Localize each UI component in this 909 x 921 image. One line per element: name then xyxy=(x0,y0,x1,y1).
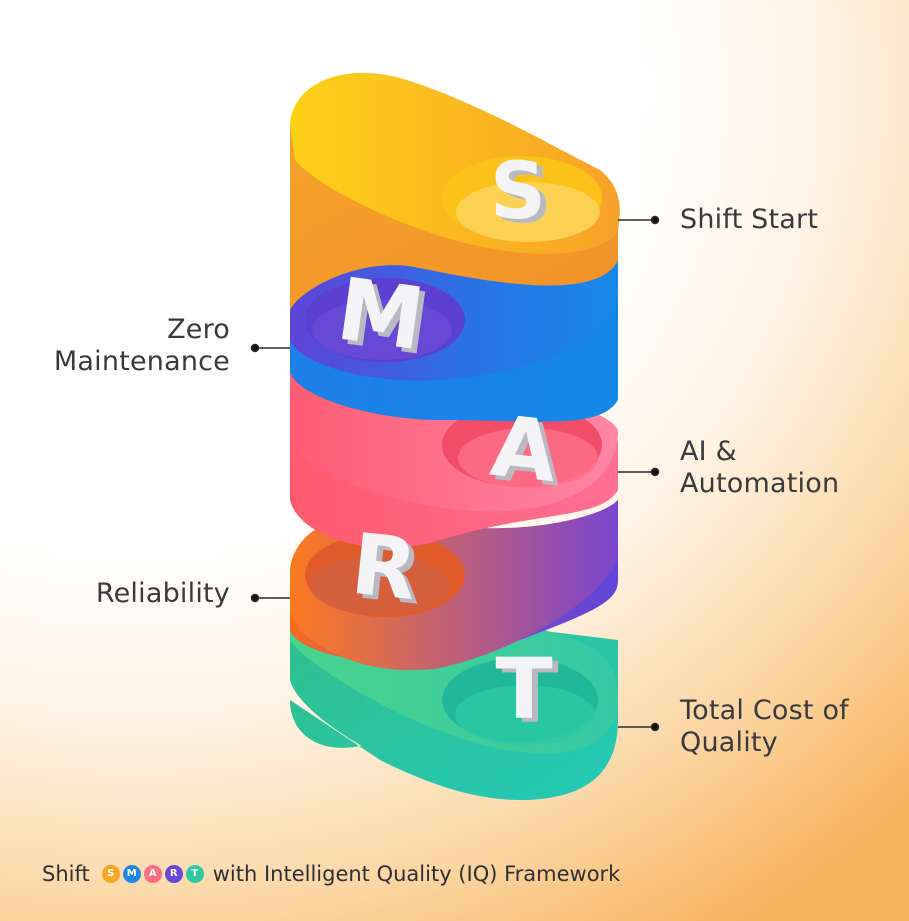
letter-r-shadow: R xyxy=(353,519,428,623)
footer-caption: Shift S M A R T with Intelligent Quality… xyxy=(42,862,620,886)
letter-s: S xyxy=(490,147,546,237)
badge-s: S xyxy=(101,865,120,883)
layer-s xyxy=(290,72,620,310)
label-ai-automation: AI & Automation xyxy=(680,436,839,500)
label-total-cost-of-quality: Total Cost of Quality xyxy=(680,695,849,759)
badge-a: A xyxy=(143,865,162,883)
badge-r: R xyxy=(164,865,183,883)
layer-s-body xyxy=(290,125,618,310)
letter-s-shadow: S xyxy=(496,151,552,241)
badge-t: T xyxy=(185,865,204,883)
smart-badges: S M A R T xyxy=(101,865,204,883)
label-line: Quality xyxy=(680,727,778,758)
connector-m-dot xyxy=(250,343,260,353)
letter-m-shadow: M xyxy=(337,264,436,375)
label-reliability: Reliability xyxy=(96,578,230,610)
label-shift-start: Shift Start xyxy=(680,204,818,236)
label-line: Total Cost of xyxy=(680,695,849,726)
label-line: AI & xyxy=(680,436,737,467)
label-line: Shift Start xyxy=(680,204,819,235)
label-line: Maintenance xyxy=(53,346,230,377)
layer-t-well-inner xyxy=(455,685,595,745)
letter-t-shadow: T xyxy=(501,644,558,742)
letter-a-shadow: A xyxy=(492,401,567,505)
layer-r xyxy=(290,500,618,671)
connector-t-dot xyxy=(650,722,660,732)
layer-r-well-inner xyxy=(310,555,450,615)
label-line: Zero xyxy=(167,314,230,345)
layer-s-well-inner xyxy=(456,182,600,242)
letter-a: A xyxy=(487,397,562,501)
label-zero-maintenance: Zero Maintenance xyxy=(54,314,230,378)
letter-t: T xyxy=(495,640,552,738)
connector-a-dot xyxy=(650,467,660,477)
layer-a-well-inner xyxy=(458,428,598,488)
badge-m: M xyxy=(122,865,141,883)
layer-m xyxy=(290,260,618,422)
label-line: Automation xyxy=(680,468,840,499)
footer-suffix: with Intelligent Quality (IQ) Framework xyxy=(212,862,621,886)
letter-r: R xyxy=(347,515,422,619)
label-line: Reliability xyxy=(95,578,230,609)
connector-r-dot xyxy=(250,593,260,603)
letter-m: M xyxy=(331,260,430,371)
layer-m-well-inner xyxy=(312,300,452,360)
footer-prefix: Shift xyxy=(42,862,90,886)
connector-s-dot xyxy=(650,215,660,225)
